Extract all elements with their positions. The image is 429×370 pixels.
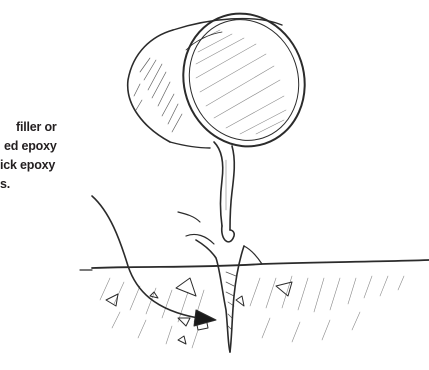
pointer-arrow bbox=[92, 196, 216, 326]
caption-line: ick epoxy bbox=[0, 156, 120, 175]
bucket bbox=[128, 0, 322, 162]
epoxy-stream bbox=[214, 142, 234, 242]
concrete-surface bbox=[80, 260, 429, 270]
crack bbox=[178, 212, 262, 352]
ground-hatching bbox=[100, 276, 404, 348]
caption-line: ed epoxy bbox=[0, 137, 120, 156]
caption-line: s. bbox=[0, 175, 120, 194]
arrow-head-icon bbox=[194, 310, 216, 326]
caption: filler or ed epoxy ick epoxy s. bbox=[0, 118, 120, 194]
caption-line: filler or bbox=[0, 118, 120, 137]
